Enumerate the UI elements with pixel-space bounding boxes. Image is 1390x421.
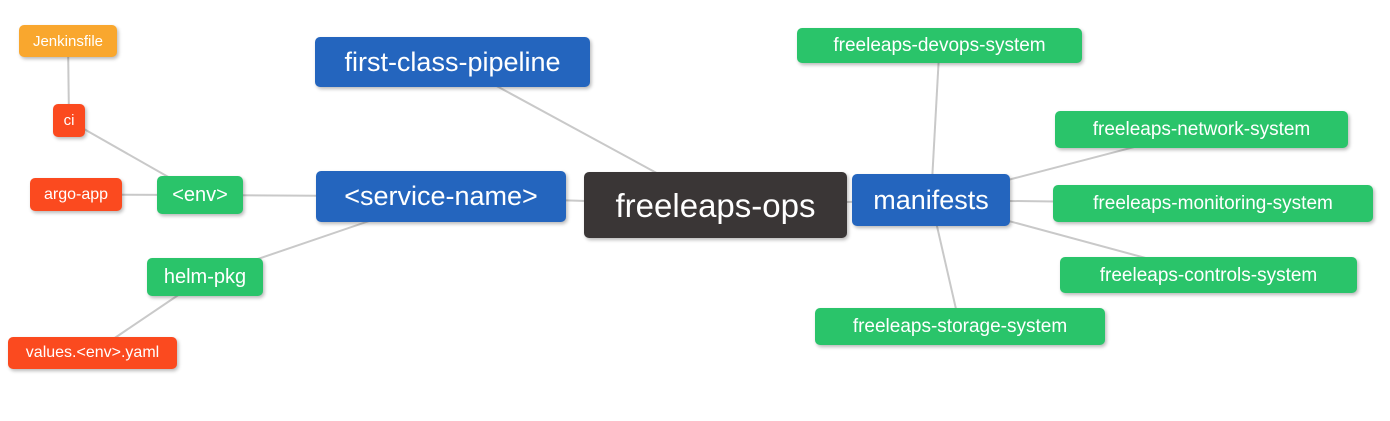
node-service-name[interactable]: <service-name> <box>316 171 566 222</box>
node-label-helm-pkg: helm-pkg <box>163 266 247 288</box>
node-freeleaps-ops[interactable]: freeleaps-ops <box>584 172 847 238</box>
node-label-controls-system: freeleaps-controls-system <box>1099 264 1318 286</box>
node-storage-system[interactable]: freeleaps-storage-system <box>815 308 1105 345</box>
node-label-freeleaps-ops: freeleaps-ops <box>615 186 816 224</box>
node-label-argo-app: argo-app <box>43 185 109 203</box>
node-first-class-pipeline[interactable]: first-class-pipeline <box>315 37 590 87</box>
node-monitoring-system[interactable]: freeleaps-monitoring-system <box>1053 185 1373 222</box>
node-network-system[interactable]: freeleaps-network-system <box>1055 111 1348 148</box>
node-label-jenkinsfile: Jenkinsfile <box>32 32 104 50</box>
node-controls-system[interactable]: freeleaps-controls-system <box>1060 257 1357 293</box>
node-label-network-system: freeleaps-network-system <box>1092 119 1311 140</box>
node-label-storage-system: freeleaps-storage-system <box>852 316 1068 337</box>
node-label-ci: ci <box>63 112 75 129</box>
node-label-service-name: <service-name> <box>344 181 538 211</box>
node-helm-pkg[interactable]: helm-pkg <box>147 258 263 296</box>
node-label-monitoring-system: freeleaps-monitoring-system <box>1093 193 1333 214</box>
node-ci[interactable]: ci <box>53 104 85 137</box>
node-label-manifests: manifests <box>873 184 989 215</box>
node-label-first-class-pipeline: first-class-pipeline <box>344 46 561 77</box>
node-manifests[interactable]: manifests <box>852 174 1010 226</box>
node-jenkinsfile[interactable]: Jenkinsfile <box>19 25 117 57</box>
node-devops-system[interactable]: freeleaps-devops-system <box>797 28 1082 63</box>
node-argo-app[interactable]: argo-app <box>30 178 122 211</box>
node-env[interactable]: <env> <box>157 176 243 214</box>
node-values-env-yaml[interactable]: values.<env>.yaml <box>8 337 177 369</box>
node-label-devops-system: freeleaps-devops-system <box>833 35 1046 56</box>
node-label-values-env-yaml: values.<env>.yaml <box>25 344 160 361</box>
node-label-env: <env> <box>172 184 228 206</box>
